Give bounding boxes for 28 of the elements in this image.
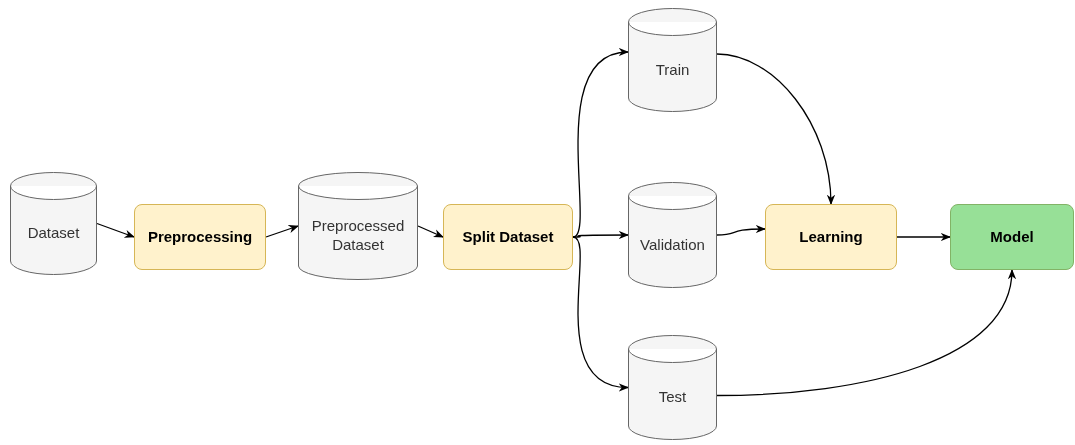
arrow [572,236,630,391]
database-cylinder [628,182,717,288]
arrow [417,225,444,238]
node-label: Test [658,388,687,407]
node-label: Preprocessing [147,227,253,247]
node-label: Dataset [27,224,80,243]
database-cylinder [10,172,97,275]
arrow [96,222,135,238]
database-cylinder [298,172,418,280]
arrow [896,232,952,242]
database-cylinder [628,335,717,440]
arrow [716,224,767,236]
arrow [716,53,835,206]
arrow [572,49,629,238]
arrow [265,225,299,238]
node-label: Learning [799,227,863,247]
output-box [950,204,1074,270]
node-label: Preprocessed Dataset [310,217,406,255]
node-label: Validation [640,235,705,255]
arrow [572,230,630,240]
process-box [443,204,573,270]
node-label: Train [655,60,690,80]
process-box [134,204,266,270]
node-label: Model [990,227,1034,247]
node-label: Split Dataset [462,227,554,247]
process-box [765,204,897,270]
database-cylinder [628,8,717,112]
arrow [716,268,1015,397]
